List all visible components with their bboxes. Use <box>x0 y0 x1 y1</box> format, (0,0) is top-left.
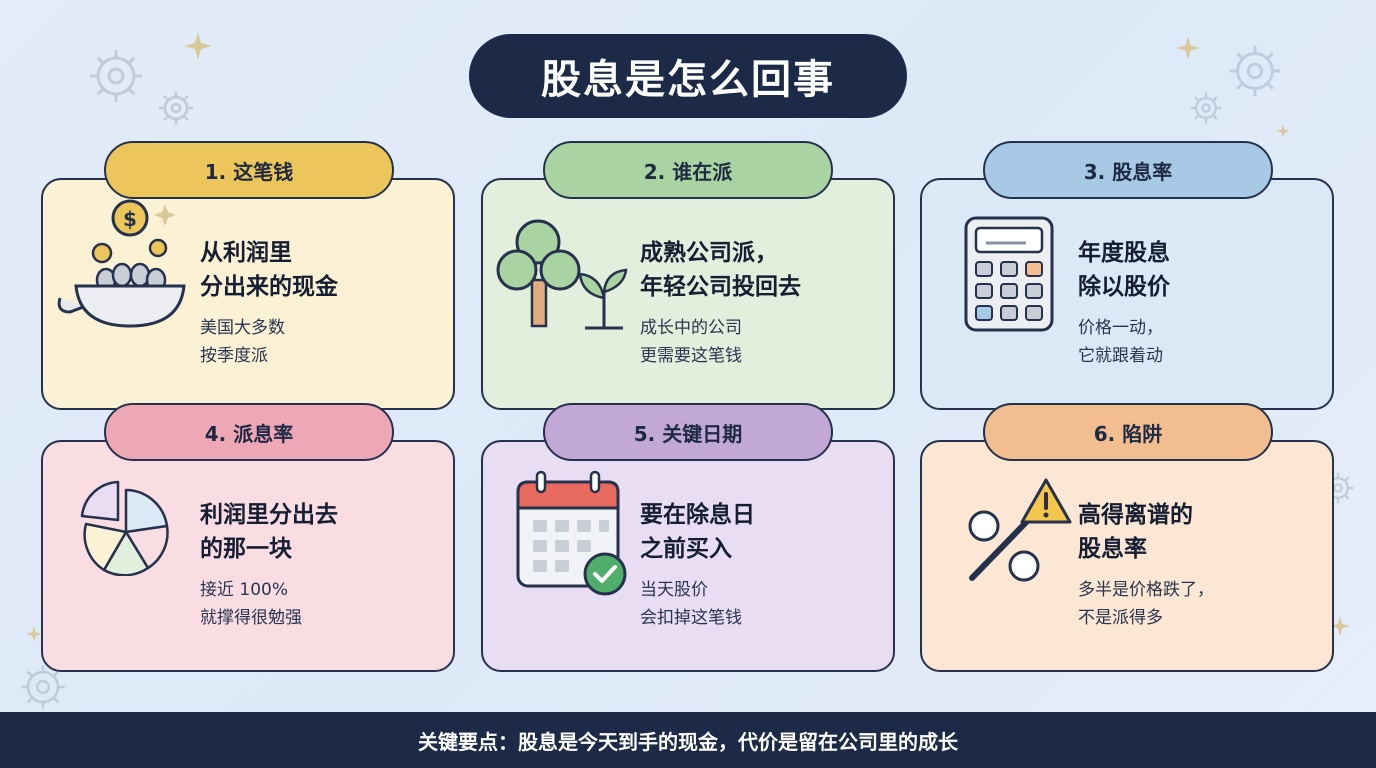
card-tab: 4. 派息率 <box>104 403 394 461</box>
card-subtext: 多半是价格跌了， 不是派得多 <box>1078 580 1214 628</box>
sparkle-icon <box>1176 36 1200 60</box>
gear-icon <box>90 50 142 102</box>
calendar-check-icon <box>516 470 627 596</box>
calculator-icon <box>964 216 1054 332</box>
svg-text:$: $ <box>123 207 137 231</box>
card-tab: 5. 关键日期 <box>543 403 833 461</box>
sparkle-icon <box>1276 124 1290 138</box>
card-subtext: 价格一动， 它就跟着动 <box>1078 318 1163 366</box>
gear-icon <box>21 665 65 709</box>
pie-chart-icon <box>80 480 169 576</box>
card-heading: 高得离谱的 股息率 <box>1078 502 1193 562</box>
card-heading: 要在除息日 之前买入 <box>640 502 755 562</box>
card-tab: 1. 这笔钱 <box>104 141 394 199</box>
page-title: 股息是怎么回事 <box>469 34 907 118</box>
card-tab: 3. 股息率 <box>983 141 1273 199</box>
card-trap <box>920 440 1334 672</box>
card-payout-ratio <box>41 440 455 672</box>
money-bowl-icon: $ <box>57 199 186 328</box>
card-tab: 6. 陷阱 <box>983 403 1273 461</box>
card-subtext: 成长中的公司 更需要这笔钱 <box>640 318 742 366</box>
card-tab: 2. 谁在派 <box>543 141 833 199</box>
sparkle-icon <box>26 626 42 642</box>
card-heading: 成熟公司派， 年轻公司投回去 <box>640 240 801 300</box>
card-subtext: 美国大多数 按季度派 <box>200 318 285 366</box>
card-heading: 年度股息 除以股价 <box>1078 240 1170 300</box>
tree-sprout-icon <box>496 219 628 330</box>
gear-icon <box>159 91 193 125</box>
percent-warning-icon <box>968 478 1072 582</box>
gear-icon <box>1190 92 1222 124</box>
card-heading: 利润里分出去 的那一块 <box>200 502 338 562</box>
gear-icon <box>1229 45 1281 97</box>
sparkle-icon <box>1330 616 1350 636</box>
card-subtext: 当天股价 会扣掉这笔钱 <box>640 580 742 628</box>
card-subtext: 接近 100% 就撑得很勉强 <box>200 580 302 628</box>
key-takeaway-banner: 关键要点：股息是今天到手的现金，代价是留在公司里的成长 <box>0 712 1376 768</box>
card-heading: 从利润里 分出来的现金 <box>200 240 338 300</box>
sparkle-icon <box>184 32 212 60</box>
